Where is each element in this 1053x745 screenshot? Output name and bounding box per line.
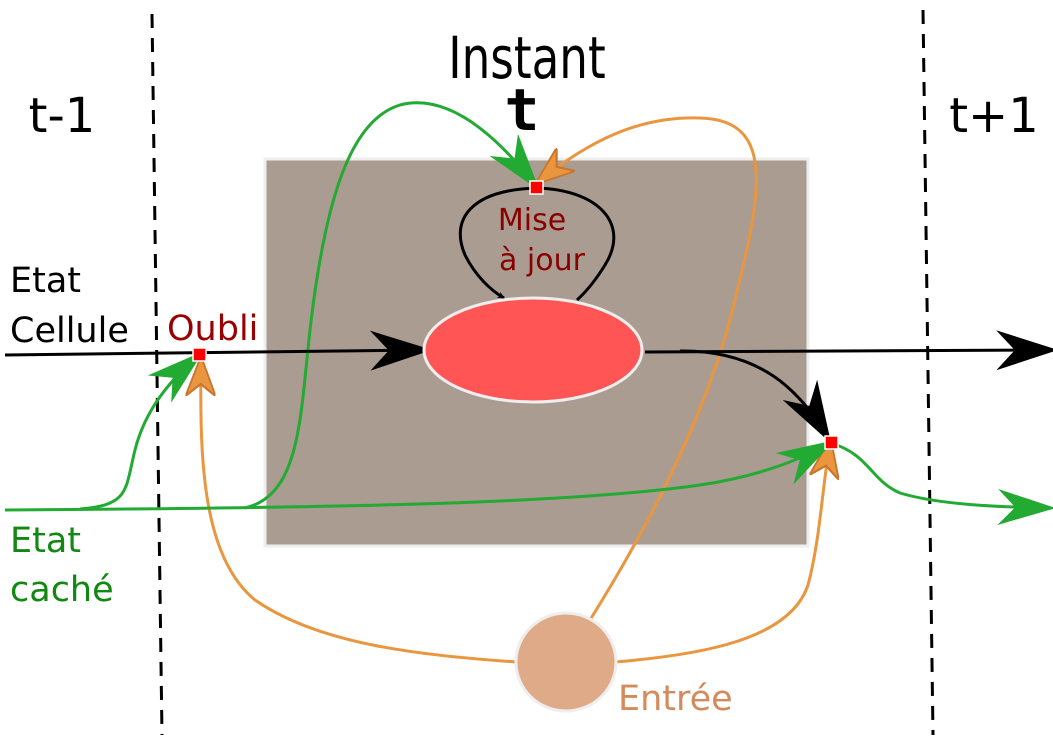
update-gate <box>529 180 544 195</box>
forget-gate <box>192 347 207 362</box>
separator-right <box>921 9 935 736</box>
input-node <box>514 611 618 713</box>
input-to-output-edge <box>614 442 830 664</box>
input-to-forget-edge <box>201 360 517 664</box>
hidden-to-update-edge <box>244 101 540 510</box>
hidden-state-out-edge <box>830 441 1053 525</box>
cell-state-label-line1: Etat <box>10 261 81 301</box>
hidden-state-line <box>4 440 836 512</box>
separator-left <box>150 13 164 736</box>
time-label-prev: t-1 <box>29 88 96 144</box>
forget-gate-label: Oubli <box>167 309 258 349</box>
output-gate <box>824 435 839 450</box>
input-to-update-edge <box>538 116 758 621</box>
cell-state-in-edge <box>4 330 433 371</box>
hidden-state-label-line1: Etat <box>10 521 81 561</box>
update-label-line2: à jour <box>499 243 586 278</box>
update-label-line1: Mise <box>498 203 566 238</box>
time-label-current: t <box>505 76 540 144</box>
hidden-state-label-line2: caché <box>10 570 114 610</box>
update-loop-right-edge <box>536 186 616 302</box>
cell-state-node <box>422 296 644 404</box>
input-label: Entrée <box>618 679 733 719</box>
cell-to-output-edge <box>679 349 832 444</box>
update-loop-left-edge <box>458 186 538 300</box>
cell-state-label-line2: Cellule <box>10 311 129 351</box>
diagram-title: Instant <box>448 26 605 93</box>
hidden-to-forget-edge <box>79 351 204 511</box>
time-label-next: t+1 <box>949 88 1039 144</box>
